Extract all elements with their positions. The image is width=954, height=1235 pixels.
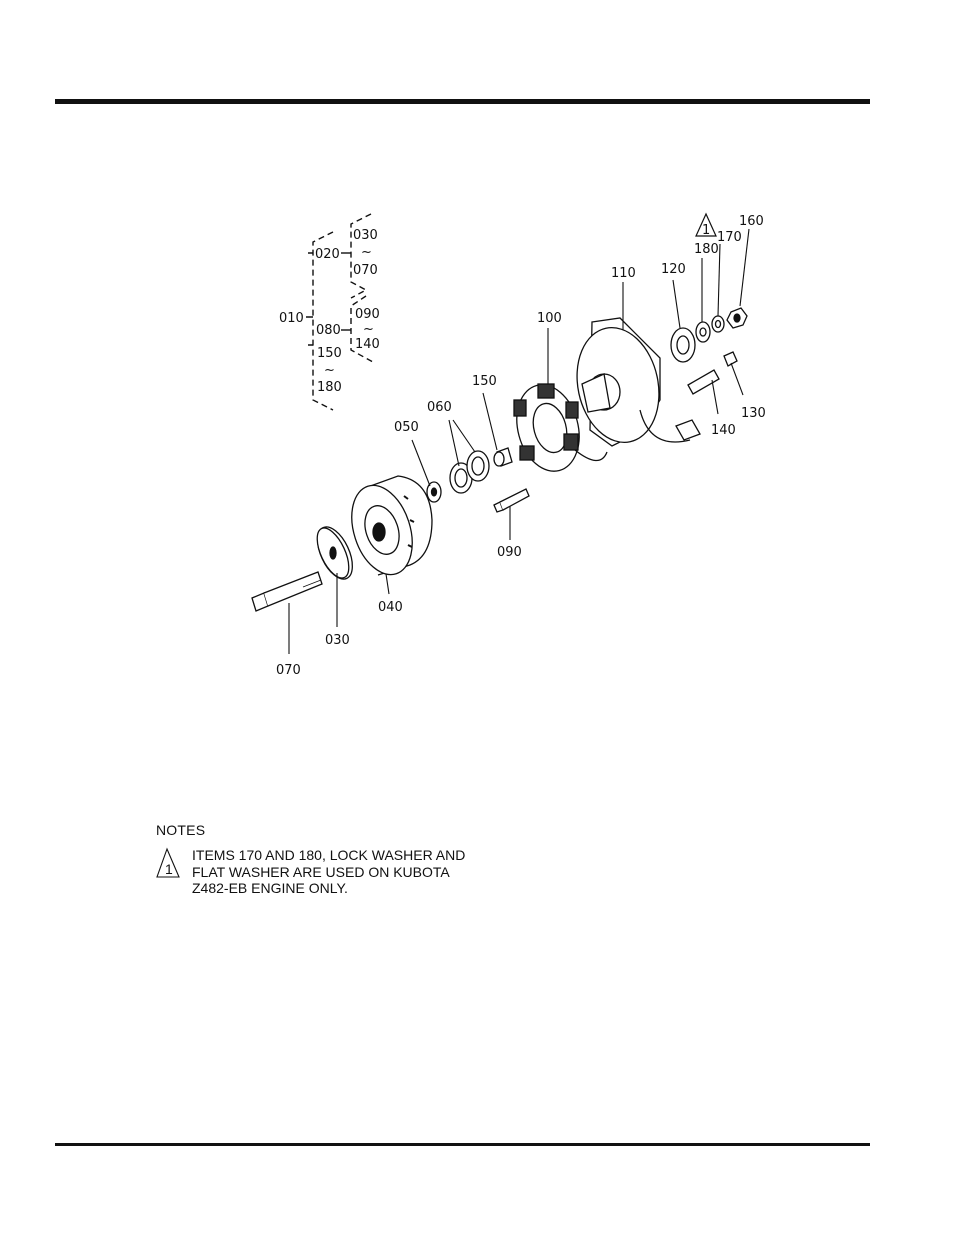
callout-050: 050 <box>394 420 419 435</box>
callout-120: 120 <box>661 262 686 277</box>
note-line: Z482-EB ENGINE ONLY. <box>192 880 465 897</box>
callout-030-tree: 030 <box>353 228 378 243</box>
svg-text:1: 1 <box>702 223 710 238</box>
callout-130: 130 <box>741 406 766 421</box>
callout-010: 010 <box>279 311 304 326</box>
exploded-parts-diagram: 010 020 030 ~ 070 080 090 ~ 140 150 ~ 18… <box>0 0 954 760</box>
callout-060: 060 <box>427 400 452 415</box>
note-line: FLAT WASHER ARE USED ON KUBOTA <box>192 864 465 881</box>
callout-150: 150 <box>472 374 497 389</box>
flat-washer-180 <box>696 322 710 342</box>
tilde-mark: ~ <box>361 245 372 260</box>
flywheel-040 <box>341 476 432 582</box>
warning-triangle-icon: 1 <box>696 214 716 238</box>
tilde-mark: ~ <box>324 363 335 378</box>
callout-140-tree: 140 <box>355 337 380 352</box>
notes-heading: NOTES <box>156 822 205 838</box>
callout-090: 090 <box>497 545 522 560</box>
callout-170: 170 <box>717 230 742 245</box>
bearing-120 <box>671 328 695 362</box>
callout-140: 140 <box>711 423 736 438</box>
callout-150-tree: 150 <box>317 346 342 361</box>
callout-180-tree: 180 <box>317 380 342 395</box>
note-text: ITEMS 170 AND 180, LOCK WASHER AND FLAT … <box>192 847 465 897</box>
callout-110: 110 <box>611 266 636 281</box>
footer-rule <box>55 1143 870 1146</box>
sleeve-150 <box>494 448 512 466</box>
bolt-090 <box>494 489 529 512</box>
bolt-070 <box>252 572 322 611</box>
nut-160 <box>727 308 747 328</box>
callout-160: 160 <box>739 214 764 229</box>
nut-130 <box>724 352 737 366</box>
callout-070-tree: 070 <box>353 263 378 278</box>
bearing-060 <box>450 451 489 493</box>
svg-text:1: 1 <box>165 861 173 877</box>
callout-030: 030 <box>325 633 350 648</box>
lock-washer-170 <box>712 316 724 332</box>
callout-100: 100 <box>537 311 562 326</box>
callout-080: 080 <box>316 323 341 338</box>
callout-070: 070 <box>276 663 301 678</box>
callout-040: 040 <box>378 600 403 615</box>
tilde-mark: ~ <box>363 322 374 337</box>
callout-090-tree: 090 <box>355 307 380 322</box>
callout-180: 180 <box>694 242 719 257</box>
warning-triangle-icon: 1 <box>155 847 185 879</box>
note-line: ITEMS 170 AND 180, LOCK WASHER AND <box>192 847 465 864</box>
callout-020: 020 <box>315 247 340 262</box>
